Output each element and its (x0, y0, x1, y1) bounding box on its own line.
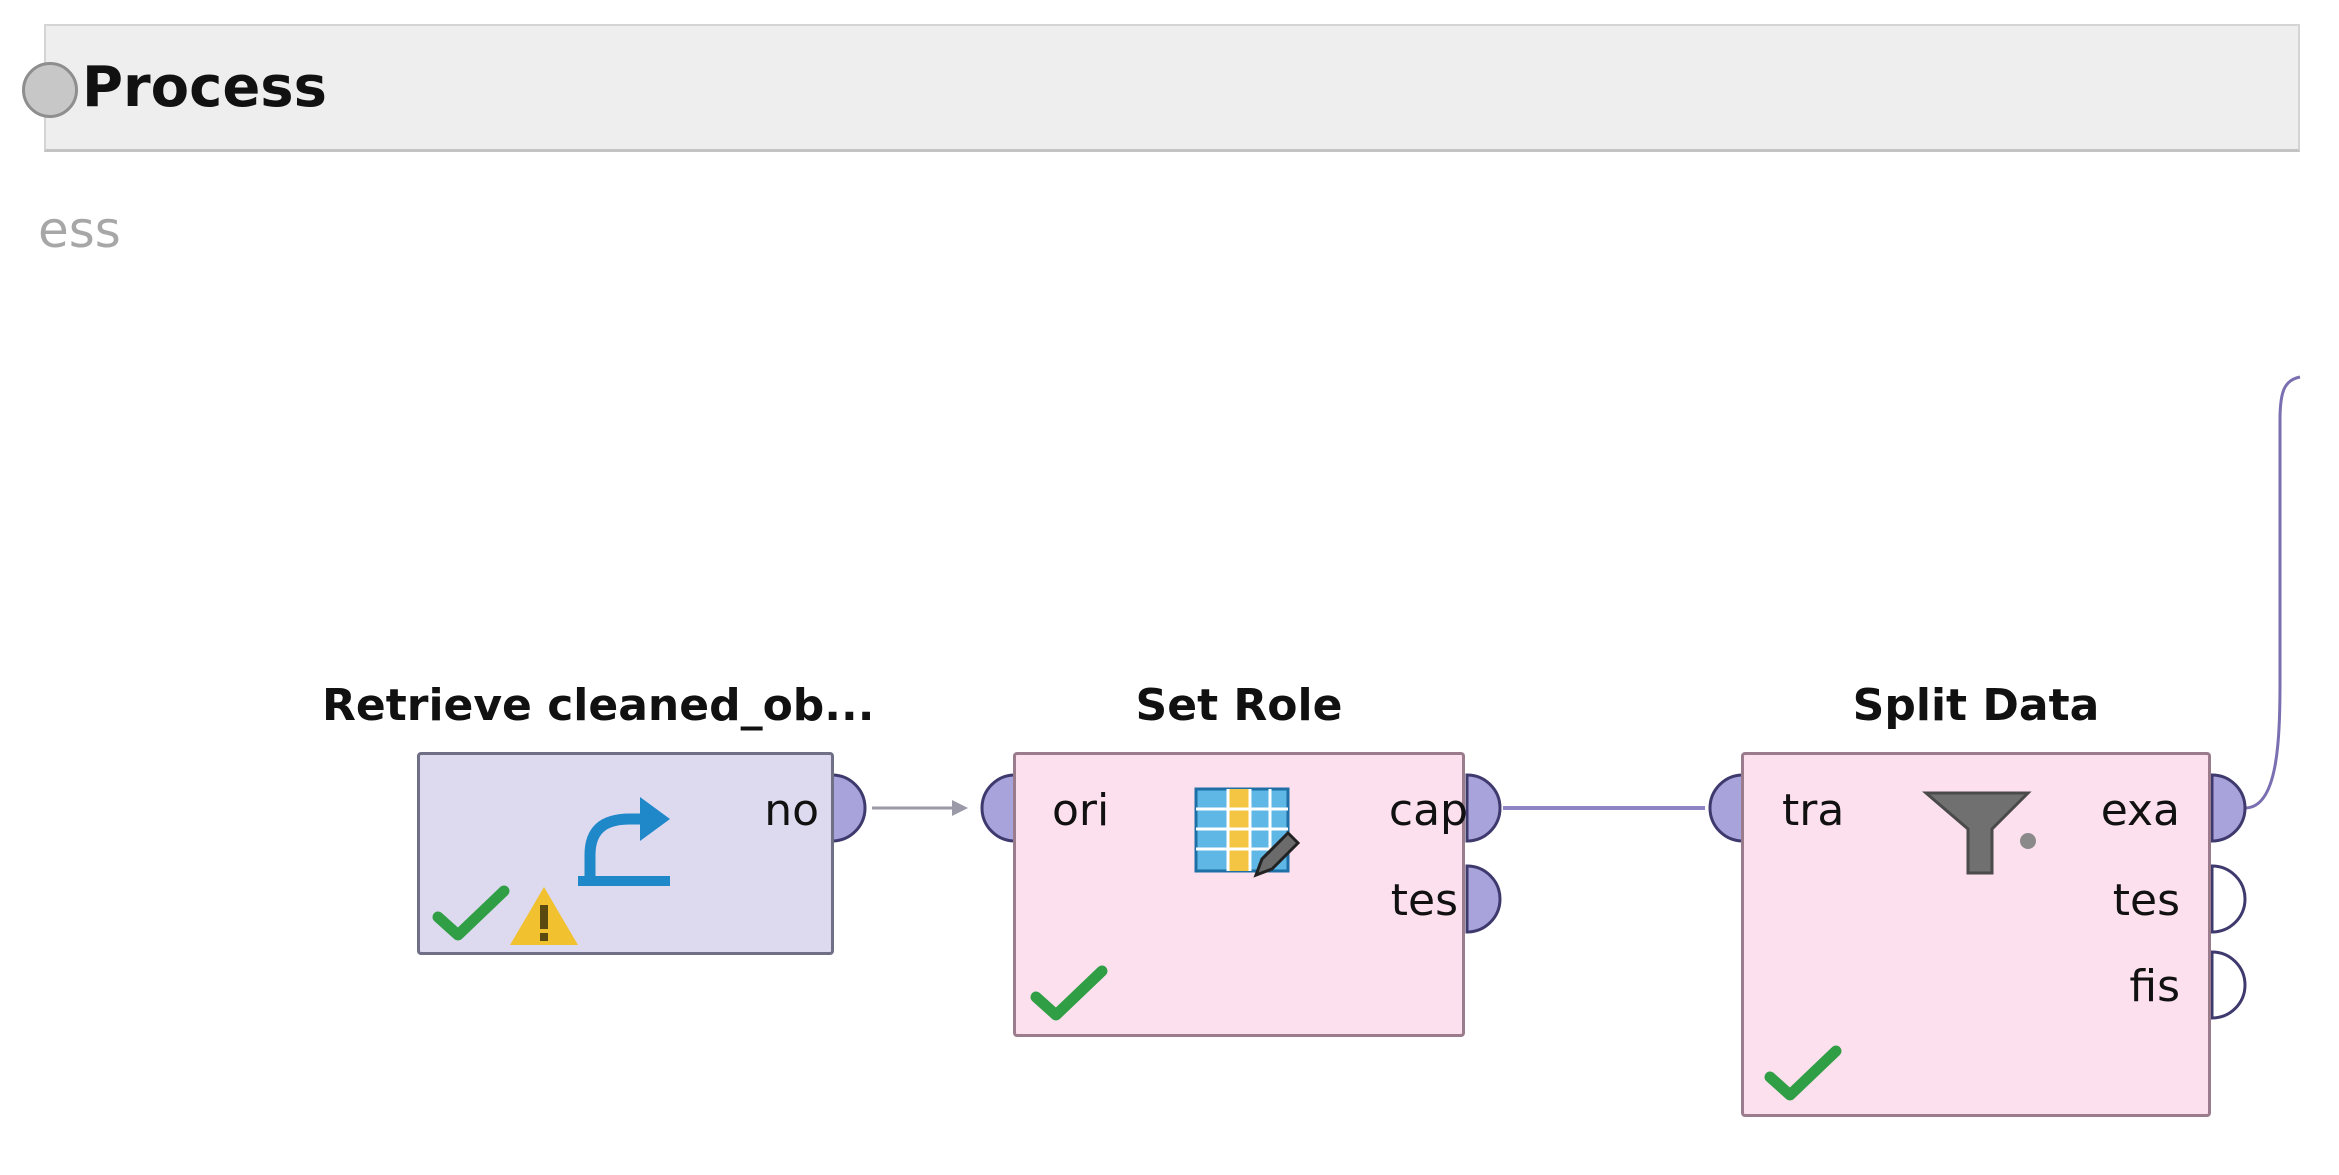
process-icon[interactable] (22, 62, 78, 118)
operator-title-split-data: Split Data (1852, 680, 2100, 731)
port-label-tes: tes (2112, 875, 2180, 926)
port-splitdata-exa[interactable] (2210, 773, 2247, 843)
port-splitdata-tra[interactable] (1708, 773, 1745, 843)
port-label-tes: tes (1390, 875, 1458, 926)
port-splitdata-fis[interactable] (2210, 950, 2247, 1020)
port-label-tra: tra (1782, 785, 1845, 836)
retrieve-arrow-icon (578, 797, 670, 886)
port-setrole-ori[interactable] (980, 773, 1017, 843)
warning-icon (510, 887, 578, 945)
checkmark-icon (432, 885, 510, 941)
connection-splitdata-out[interactable] (2244, 375, 2301, 810)
port-label-ori: ori (1052, 785, 1110, 836)
port-setrole-tes[interactable] (1465, 864, 1502, 934)
operator-set-role[interactable]: ori cap tes (1013, 752, 1468, 1037)
port-retrieve-no[interactable] (830, 773, 867, 843)
port-label-fis: fis (2129, 961, 2180, 1012)
operator-retrieve[interactable]: no (417, 752, 834, 955)
port-label-no: no (764, 785, 819, 836)
port-splitdata-tes[interactable] (2210, 864, 2247, 934)
process-header: Process (22, 24, 2300, 152)
table-edit-icon (1194, 787, 1301, 878)
operator-title-retrieve: Retrieve cleaned_ob... (322, 680, 875, 731)
checkmark-icon (1764, 1045, 1842, 1101)
port-label-exa: exa (2100, 785, 2180, 836)
operator-split-data[interactable]: tra exa tes fis (1741, 752, 2211, 1117)
port-label-cap: cap (1388, 785, 1468, 836)
connection-arrowhead (952, 800, 968, 816)
funnel-icon (1922, 791, 2036, 875)
operator-title-set-role: Set Role (1135, 680, 1343, 731)
checkmark-icon (1030, 965, 1108, 1021)
port-setrole-cap[interactable] (1465, 773, 1502, 843)
page-title: Process (82, 55, 327, 120)
breadcrumb[interactable]: ess (38, 201, 121, 259)
